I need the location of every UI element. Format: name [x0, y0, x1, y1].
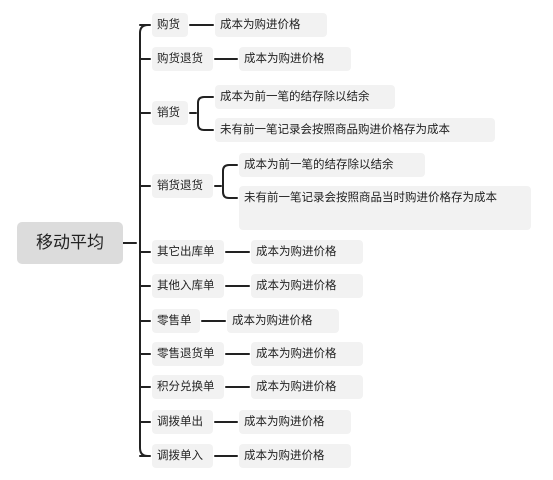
leaf-node[interactable]: 成本为购进价格	[251, 375, 363, 399]
leaf-node[interactable]: 成本为前一笔的结存除以结余	[215, 85, 395, 109]
branch-node[interactable]: 零售单	[152, 309, 200, 333]
branch-node[interactable]: 销货退货	[152, 174, 213, 198]
branch-node[interactable]: 调拨单入	[152, 444, 213, 468]
leaf-bracket	[197, 96, 214, 131]
leaf-bracket	[222, 164, 238, 199]
branch-node[interactable]: 零售退货单	[152, 342, 224, 366]
leaf-node[interactable]: 未有前一笔记录会按照商品当时购进价格存为成本	[239, 186, 531, 230]
branch-node[interactable]: 购货退货	[152, 47, 213, 71]
branch-node[interactable]: 积分兑换单	[152, 375, 224, 399]
leaf-node[interactable]: 成本为购进价格	[239, 47, 351, 71]
leaf-node[interactable]: 成本为购进价格	[251, 240, 363, 264]
root-node[interactable]: 移动平均	[17, 222, 123, 264]
leaf-node[interactable]: 成本为购进价格	[227, 309, 339, 333]
branch-node[interactable]: 其他入库单	[152, 274, 224, 298]
leaf-node[interactable]: 成本为购进价格	[215, 13, 327, 37]
branch-node[interactable]: 销货	[152, 101, 188, 125]
branch-node[interactable]: 购货	[152, 13, 188, 37]
branch-node[interactable]: 调拨单出	[152, 410, 213, 434]
leaf-node[interactable]: 成本为购进价格	[239, 410, 351, 434]
branch-node[interactable]: 其它出库单	[152, 240, 224, 264]
root-spine	[139, 24, 149, 457]
leaf-node[interactable]: 未有前一笔记录会按照商品购进价格存为成本	[215, 118, 495, 142]
leaf-node[interactable]: 成本为购进价格	[239, 444, 351, 468]
leaf-node[interactable]: 成本为购进价格	[251, 274, 363, 298]
leaf-node[interactable]: 成本为前一笔的结存除以结余	[239, 153, 425, 177]
leaf-node[interactable]: 成本为购进价格	[251, 342, 363, 366]
